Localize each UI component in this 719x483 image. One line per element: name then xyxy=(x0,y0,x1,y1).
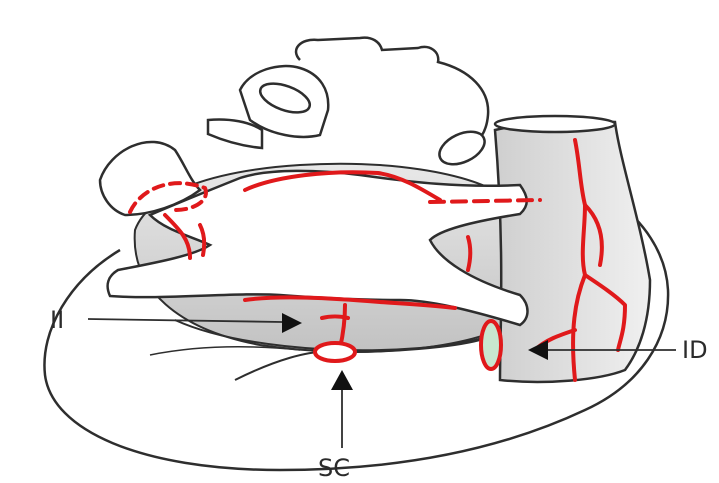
id-marker xyxy=(481,321,501,369)
vena-cava-top xyxy=(495,116,615,132)
vessel-mid-right xyxy=(468,237,470,270)
label-sc: SC xyxy=(318,456,350,480)
label-id: ID xyxy=(682,338,708,362)
vessel-side-branch xyxy=(322,317,348,319)
label-ii: II xyxy=(50,308,64,332)
sc-marker xyxy=(315,343,355,361)
